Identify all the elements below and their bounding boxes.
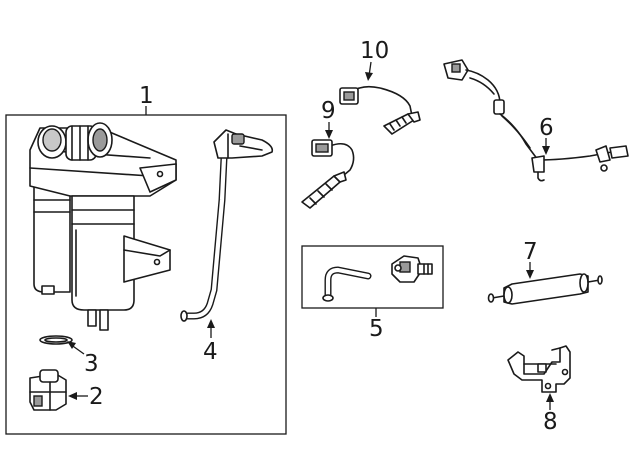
elbow-hose[interactable] bbox=[322, 266, 372, 302]
wire-harness[interactable] bbox=[443, 59, 629, 182]
arrow-10 bbox=[365, 72, 373, 81]
inline-filter[interactable] bbox=[487, 273, 603, 305]
arrow-7 bbox=[526, 270, 534, 279]
vapor-canister[interactable] bbox=[29, 122, 177, 331]
arrow-4 bbox=[207, 319, 215, 328]
callout-2[interactable]: 2 bbox=[89, 384, 104, 410]
arrow-3 bbox=[67, 341, 76, 349]
callout-8[interactable]: 8 bbox=[543, 409, 558, 435]
callout-1[interactable]: 1 bbox=[139, 83, 154, 109]
callout-4[interactable]: 4 bbox=[203, 339, 218, 365]
arrow-2 bbox=[68, 392, 77, 400]
group-box-5 bbox=[301, 245, 444, 309]
check-valve[interactable] bbox=[391, 255, 433, 283]
oxygen-sensor-lower[interactable] bbox=[301, 139, 355, 209]
arrow-8 bbox=[546, 393, 554, 402]
callout-10[interactable]: 10 bbox=[360, 38, 389, 64]
callout-9[interactable]: 9 bbox=[321, 98, 336, 124]
arrow-6 bbox=[542, 146, 550, 155]
seal-ring[interactable] bbox=[39, 335, 73, 345]
filter-valve[interactable] bbox=[29, 369, 67, 411]
callout-7[interactable]: 7 bbox=[523, 239, 538, 265]
mounting-bracket[interactable] bbox=[507, 345, 571, 393]
arrow-9 bbox=[325, 130, 333, 139]
vapor-hose[interactable] bbox=[180, 129, 274, 322]
oxygen-sensor-upper[interactable] bbox=[339, 85, 421, 135]
callout-5[interactable]: 5 bbox=[369, 316, 384, 342]
callout-6[interactable]: 6 bbox=[539, 115, 554, 141]
callout-3[interactable]: 3 bbox=[84, 351, 99, 377]
